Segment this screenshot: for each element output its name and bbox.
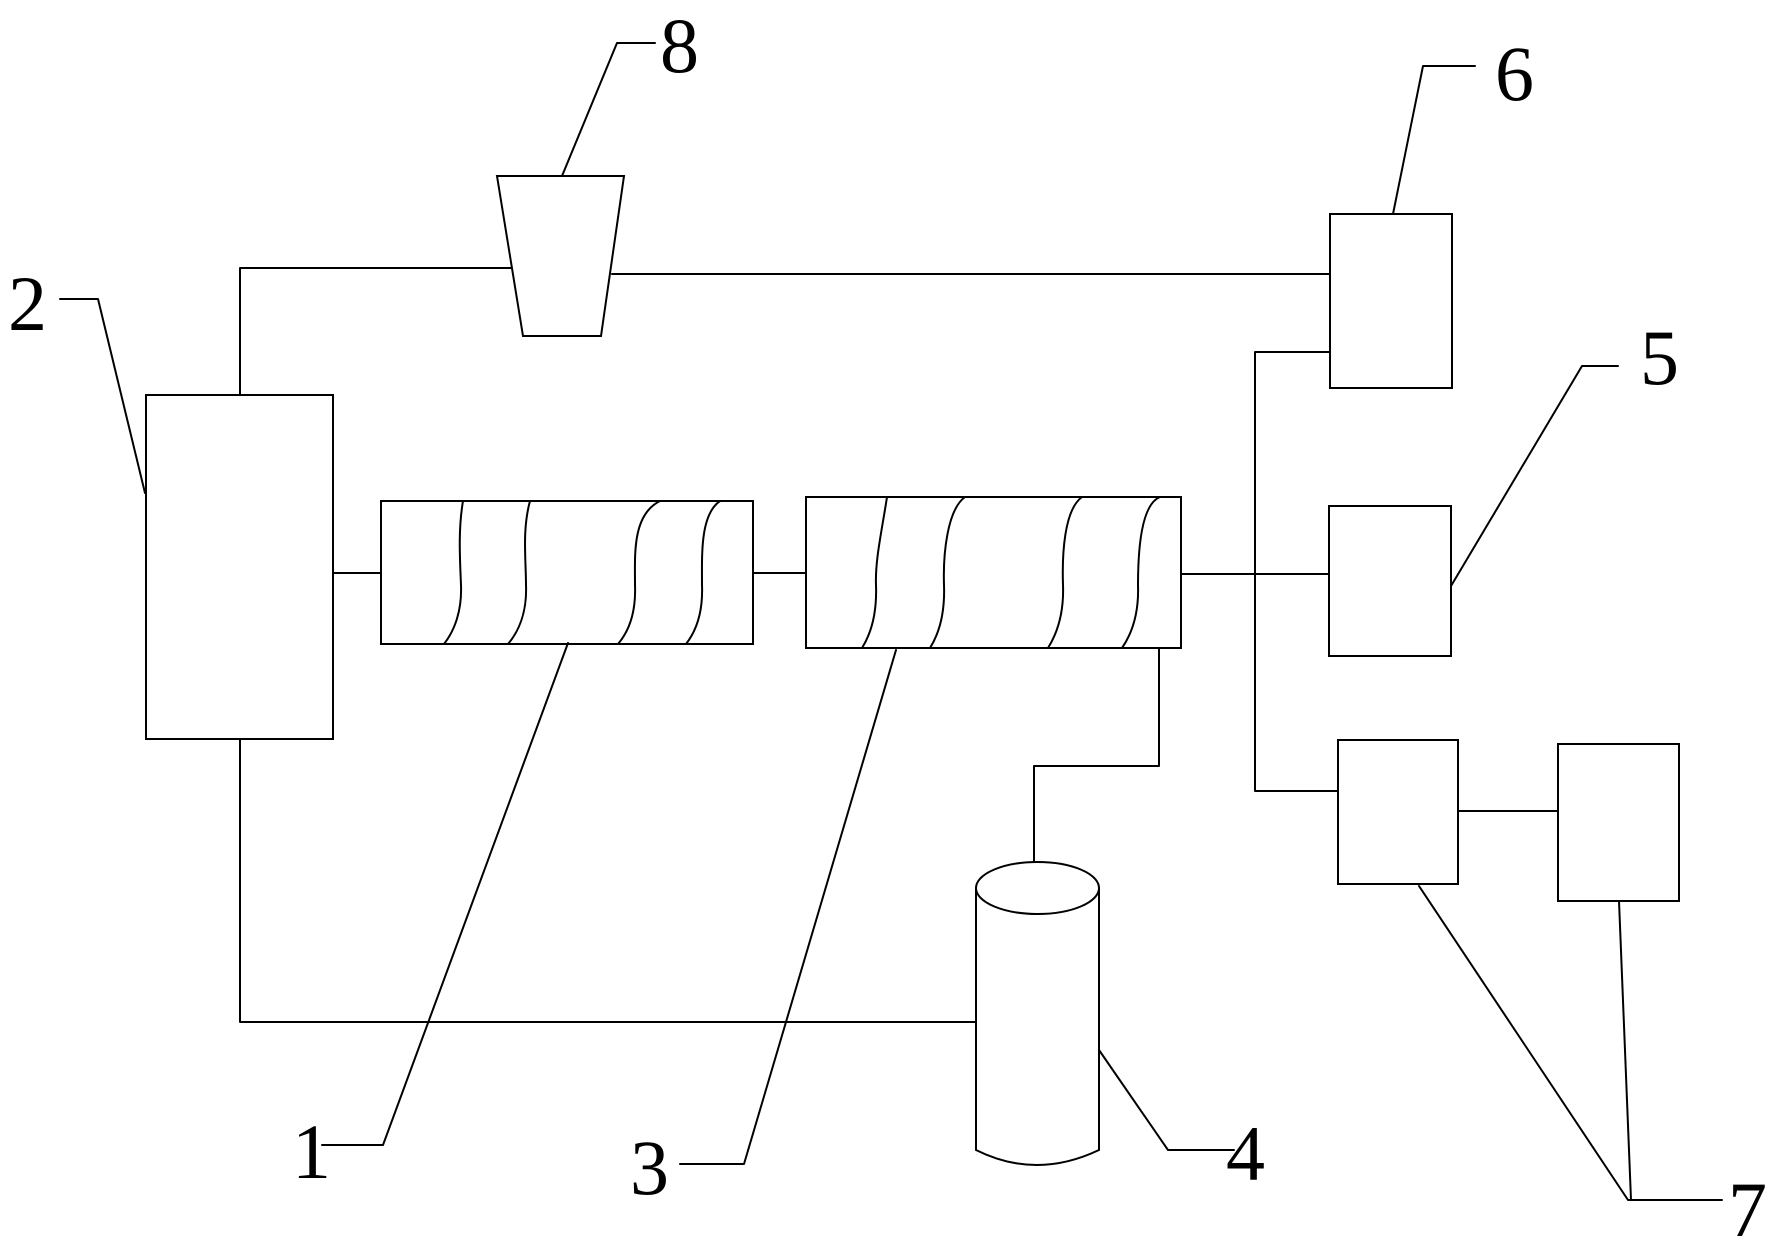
label-3: 3 <box>630 1124 669 1211</box>
screw-tube-1 <box>380 500 754 645</box>
label-5: 5 <box>1640 314 1679 401</box>
unit-2-box <box>145 394 334 740</box>
leader-lines <box>59 42 1723 1201</box>
label-4: 4 <box>1226 1110 1265 1197</box>
line-tube3-to-tank <box>1033 647 1160 863</box>
connection-lines <box>239 267 1559 1023</box>
leader-8 <box>561 42 656 177</box>
label-6: 6 <box>1495 30 1534 117</box>
screw-tube-3 <box>805 496 1182 649</box>
unit-5-box <box>1328 505 1452 657</box>
leader-7b <box>1618 900 1632 1201</box>
leader-4 <box>1098 1049 1235 1151</box>
leader-5 <box>1450 365 1619 587</box>
unit-6-box <box>1329 213 1453 389</box>
label-7: 7 <box>1728 1166 1767 1248</box>
line-unit2-to-tank <box>239 739 977 1023</box>
unit-7b-box <box>1557 743 1680 902</box>
leader-2 <box>59 298 146 494</box>
leader-7a <box>1418 885 1723 1201</box>
leader-3 <box>679 649 897 1165</box>
leader-6 <box>1392 65 1476 215</box>
tank-4 <box>975 861 1100 1166</box>
hopper <box>495 175 626 337</box>
label-8: 8 <box>660 2 699 89</box>
unit-7a-box <box>1337 739 1459 885</box>
line-unit2-to-hopper <box>239 267 514 396</box>
line-unit6-to-unit7a <box>1254 351 1339 792</box>
equipment <box>145 175 1680 1166</box>
reference-numerals: 1 2 3 4 5 6 7 8 <box>8 2 1767 1248</box>
label-1: 1 <box>292 1108 331 1195</box>
label-2: 2 <box>8 260 47 347</box>
leader-1 <box>321 642 569 1146</box>
